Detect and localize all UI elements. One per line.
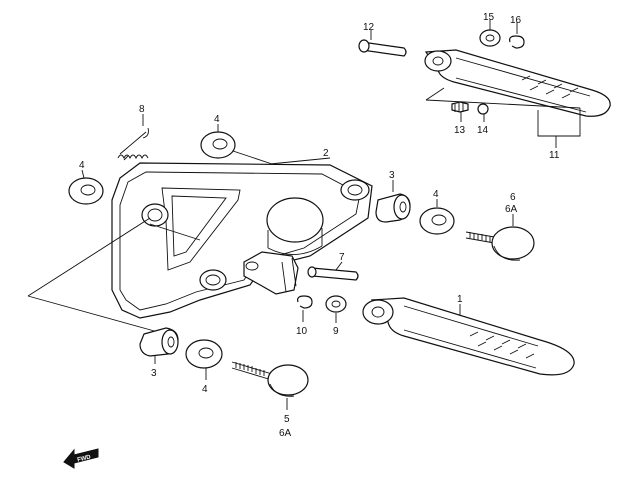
ball: [477, 103, 489, 115]
washer-right: [419, 207, 455, 235]
fwd-arrow: FWD: [63, 448, 99, 469]
washer-lower: [185, 339, 223, 369]
spring-pin: [451, 101, 469, 113]
collar-left: [139, 327, 179, 357]
leader-7: [335, 261, 343, 271]
callout-7: 7: [339, 252, 345, 263]
callout-5: 5: [284, 414, 290, 425]
footrest-left: [424, 49, 611, 117]
collar-right: [375, 193, 411, 223]
leader-4a: [81, 169, 85, 179]
washer-upper-small: [479, 29, 501, 47]
bolt-lower: [231, 361, 309, 397]
leader-lines: [27, 149, 273, 333]
washer-left-top: [68, 177, 104, 205]
callout-labels: 1 2 3 3 4 4 4 4 5 6A 6 6A 7 8 9 10 11 12…: [79, 12, 560, 439]
callout-14: 14: [477, 125, 489, 136]
washer-small: [325, 295, 347, 313]
pin-upper: [358, 39, 407, 57]
callout-6: 6: [510, 192, 516, 203]
footrest-right: [362, 297, 575, 376]
e-clip-upper: [509, 35, 525, 49]
callout-4c: 4: [433, 189, 439, 200]
callout-6a-lower: 6A: [279, 428, 292, 439]
pin: [307, 266, 359, 281]
callout-11: 11: [549, 150, 560, 161]
callout-6a-upper: 6A: [505, 204, 518, 215]
e-clip: [297, 295, 313, 309]
leader-2: [269, 157, 331, 165]
callout-13: 13: [454, 125, 466, 136]
callout-15: 15: [483, 12, 495, 23]
callout-3b: 3: [151, 368, 157, 379]
callout-4b: 4: [214, 114, 220, 125]
callout-8: 8: [139, 104, 145, 115]
callout-1: 1: [457, 294, 463, 305]
callout-16: 16: [510, 15, 522, 26]
washer-upper: [200, 131, 236, 159]
callout-9: 9: [333, 326, 339, 337]
fwd-label: FWD: [77, 454, 92, 463]
spring: [117, 127, 149, 161]
bolt-right: [465, 226, 535, 261]
callout-10: 10: [296, 326, 308, 337]
bracket-11: [425, 87, 581, 137]
callout-3a: 3: [389, 170, 395, 181]
callout-2: 2: [323, 148, 329, 159]
callout-12: 12: [363, 22, 375, 33]
footrest-bracket-plate: [111, 162, 373, 319]
callout-4a: 4: [79, 160, 85, 171]
callout-4d: 4: [202, 384, 208, 395]
